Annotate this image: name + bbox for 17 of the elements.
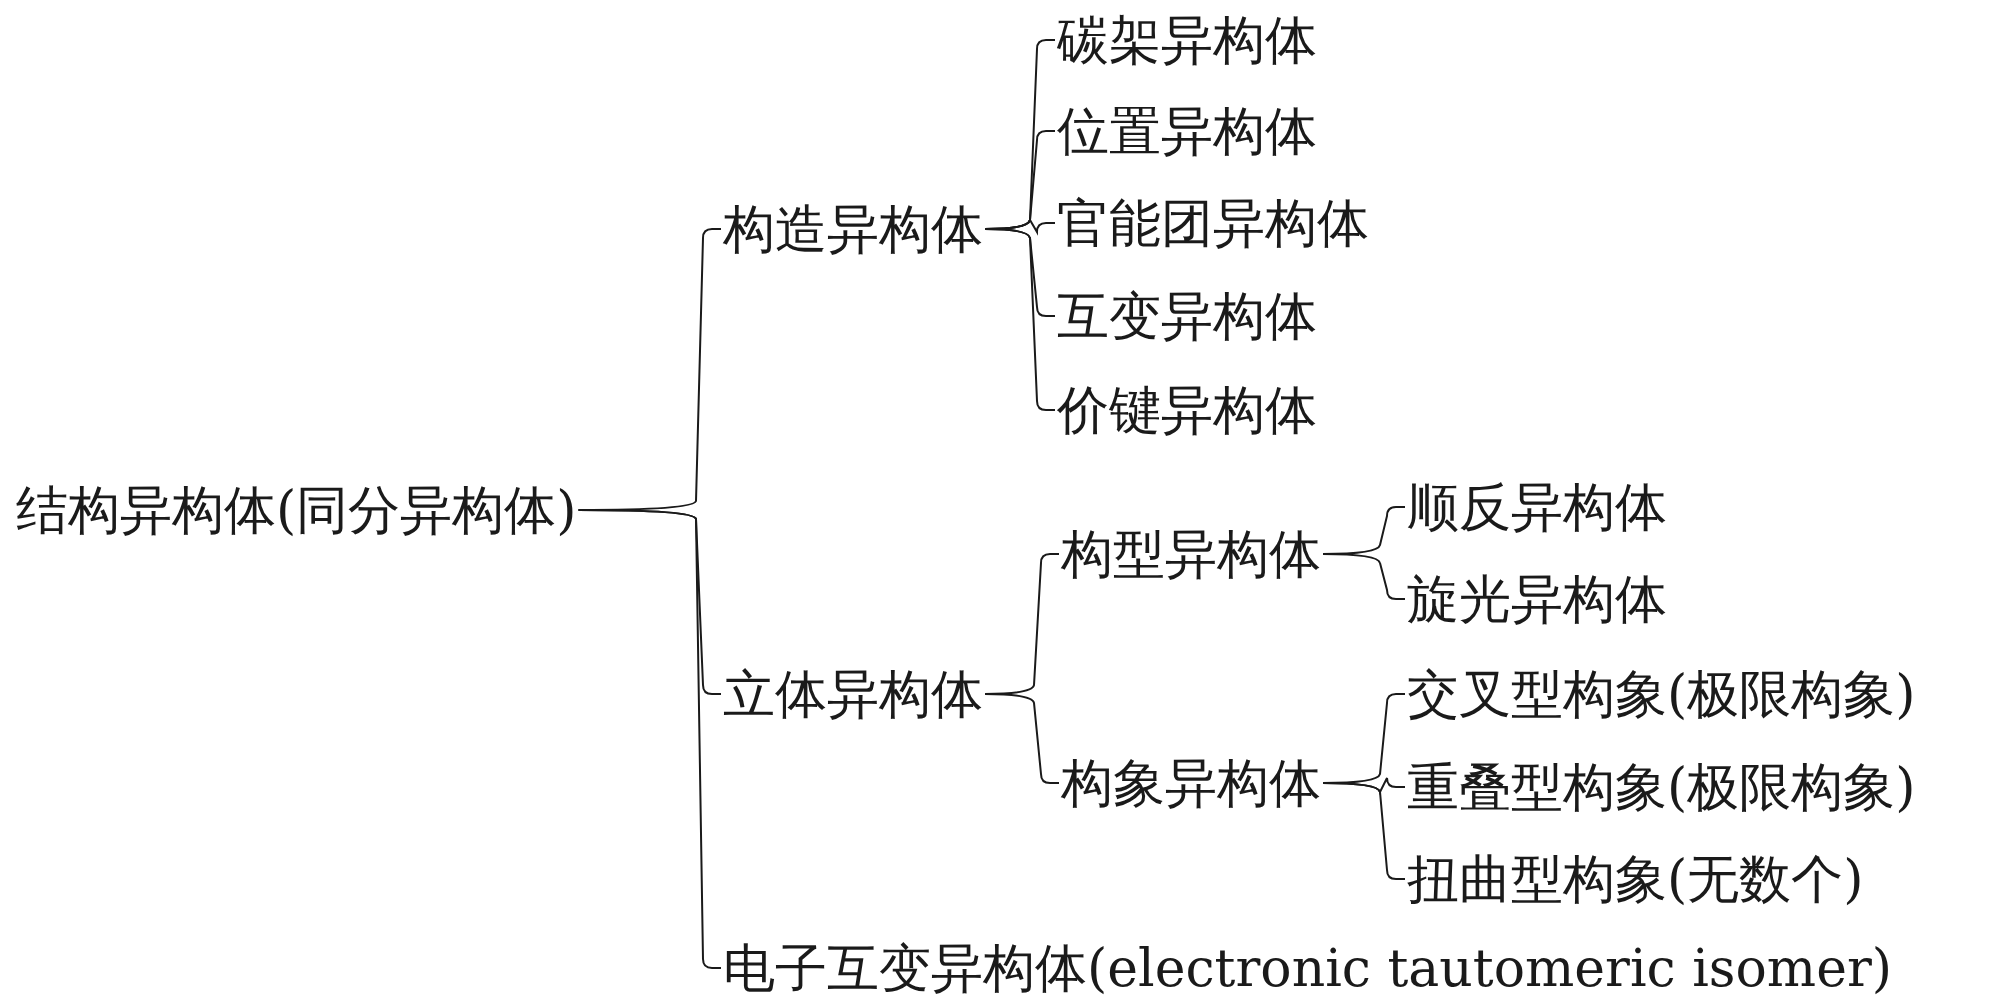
category-label: 顺反异构体 xyxy=(1407,475,1667,539)
category-label: 构型异构体 xyxy=(1061,522,1321,586)
category-label: 构象异构体 xyxy=(1061,751,1321,815)
category-label: 结构异构体(同分异构体) xyxy=(16,478,577,542)
brace-connector xyxy=(984,693,1060,784)
category-label: 交叉型构象(极限构象) xyxy=(1407,662,1916,726)
category-label: 立体异构体 xyxy=(723,662,983,726)
category-label: 互变异构体 xyxy=(1057,284,1317,348)
category-label: 电子互变异构体(electronic tautomeric isomer) xyxy=(723,936,1893,1000)
category-label: 官能团异构体 xyxy=(1057,191,1369,255)
category-label: 重叠型构象(极限构象) xyxy=(1407,755,1916,819)
category-label: 位置异构体 xyxy=(1057,99,1317,163)
category-label: 价键异构体 xyxy=(1057,378,1317,442)
category-label: 扭曲型构象(无数个) xyxy=(1407,847,1864,911)
category-label: 碳架异构体 xyxy=(1057,8,1317,72)
category-label: 构造异构体 xyxy=(723,197,983,261)
category-label: 旋光异构体 xyxy=(1407,567,1667,631)
